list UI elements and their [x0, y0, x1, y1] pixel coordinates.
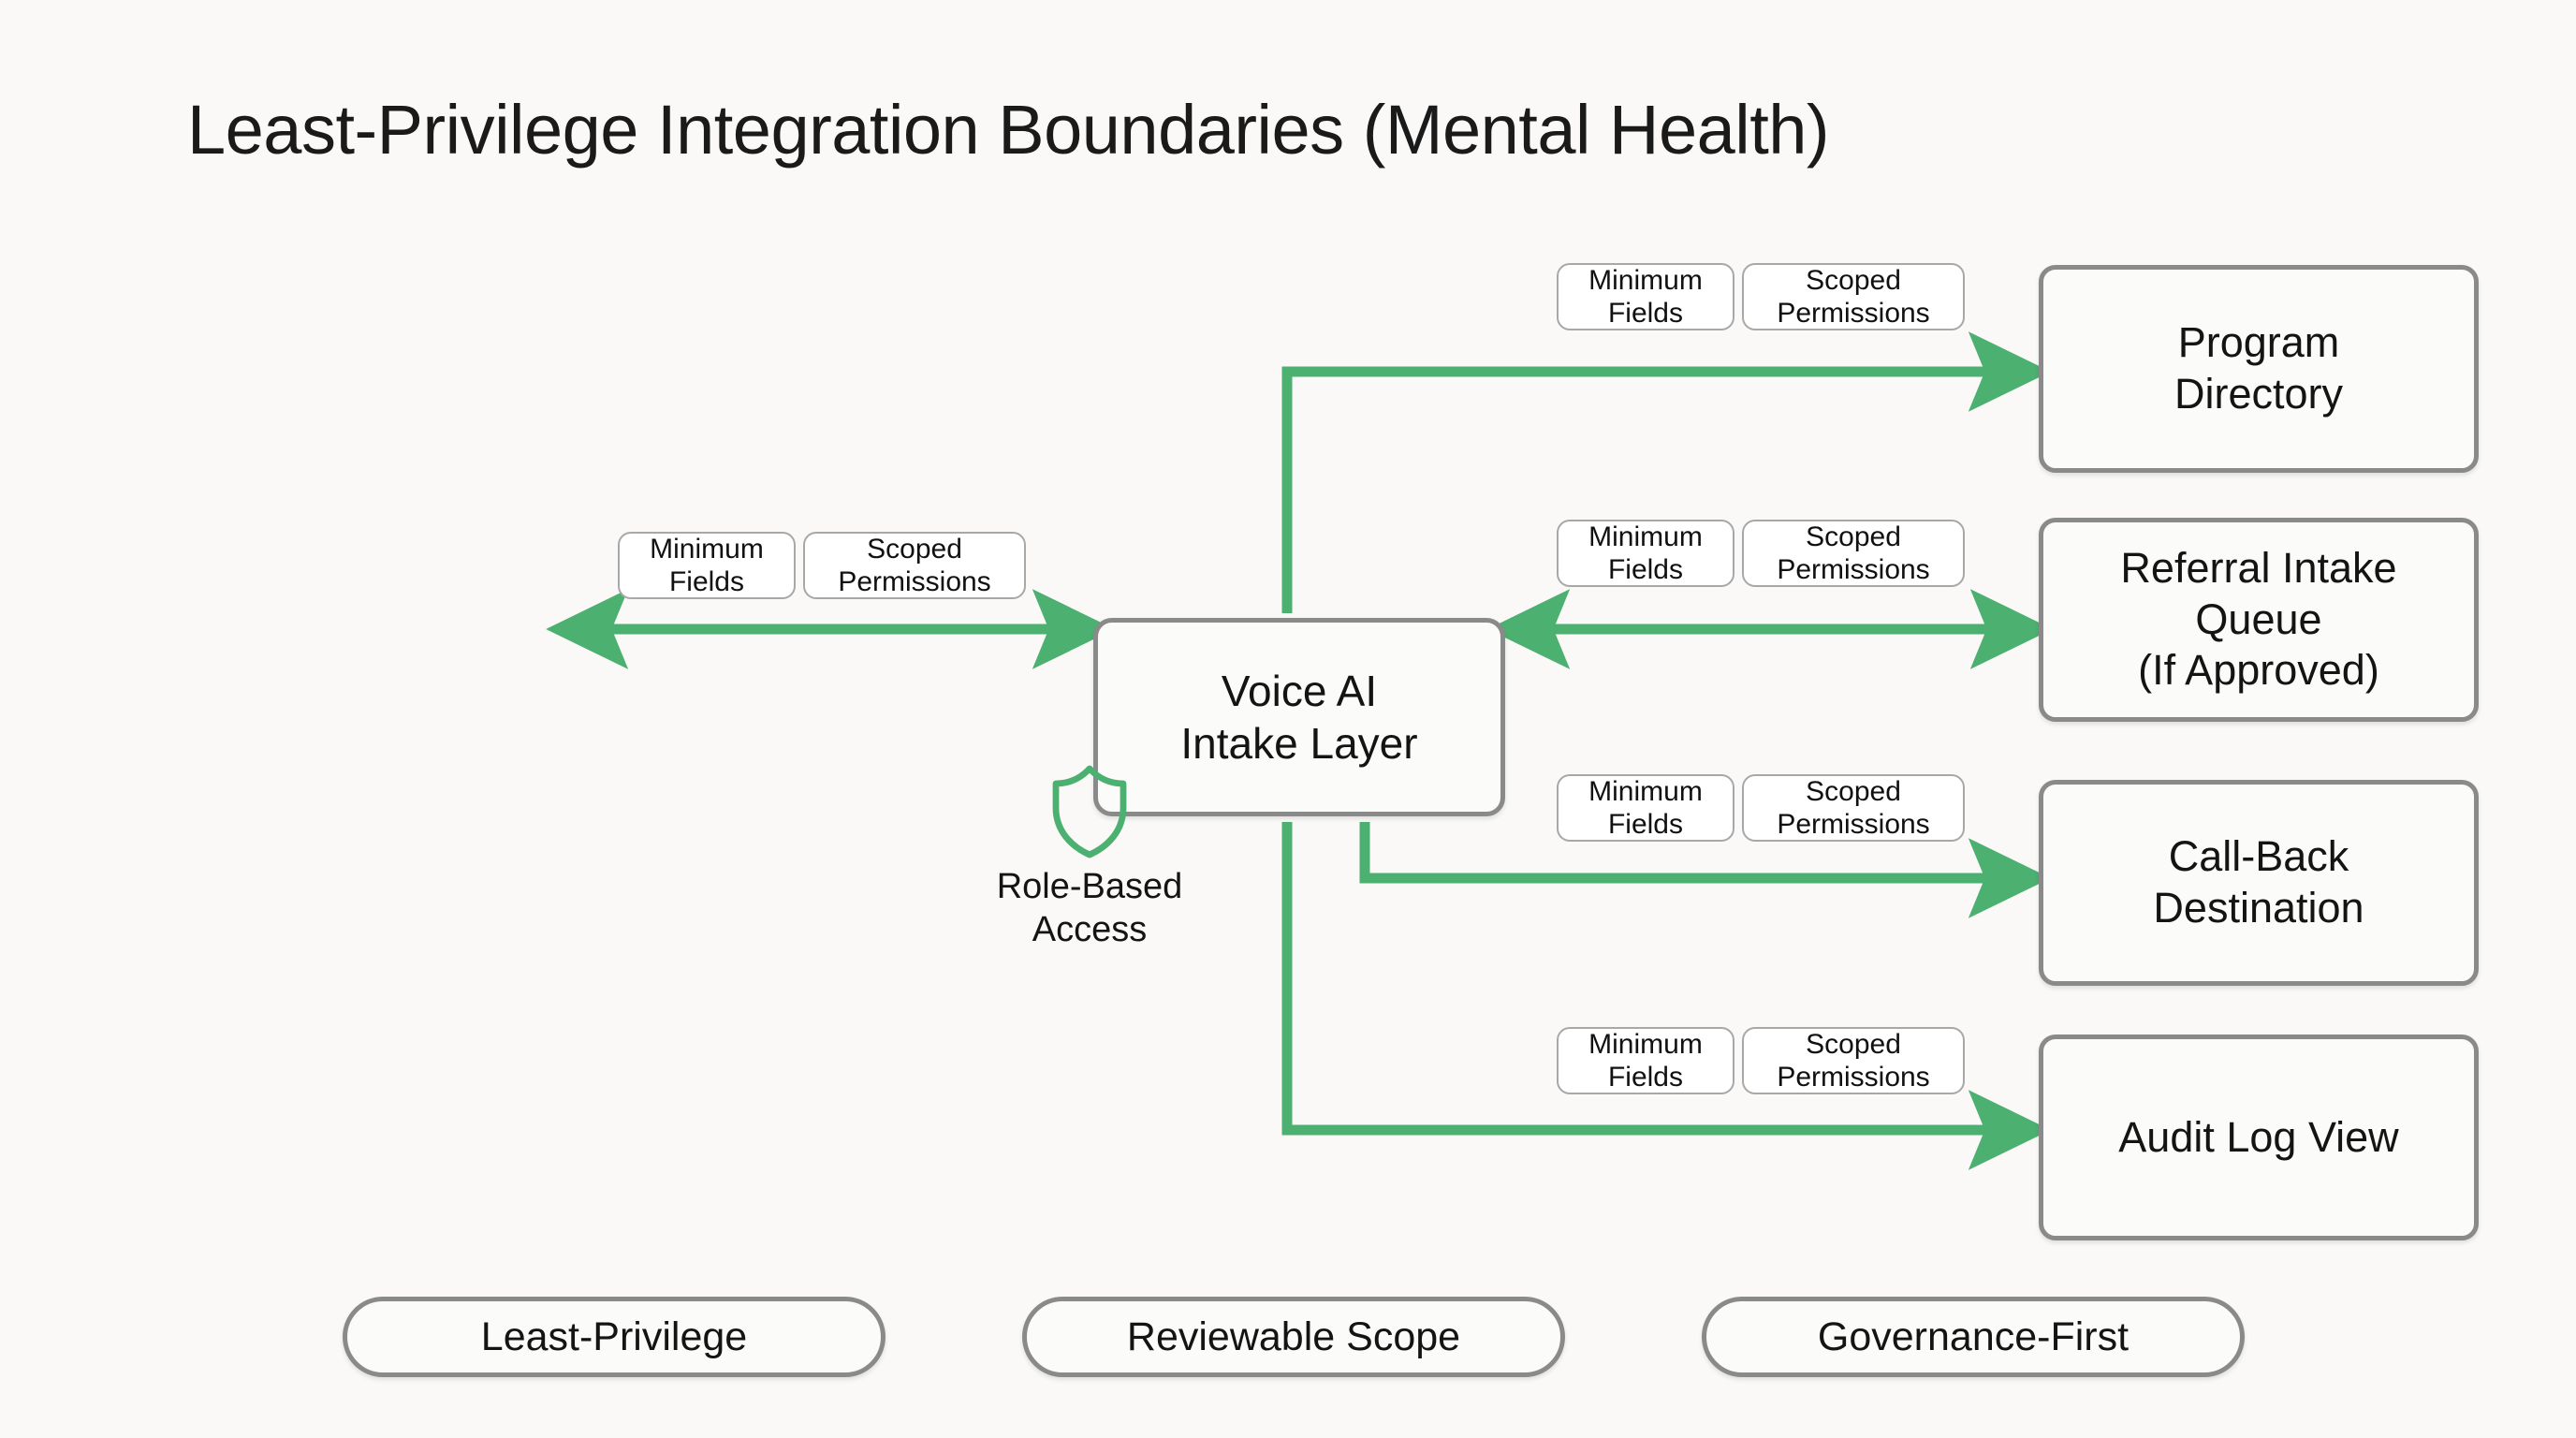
chip-text: Scoped Permissions: [1777, 521, 1930, 585]
page-title: Least-Privilege Integration Boundaries (…: [187, 91, 1830, 169]
edge-label-minimum-fields: Minimum Fields: [1557, 774, 1734, 842]
chip-text: Scoped Permissions: [1777, 264, 1930, 329]
node-line1: Audit Log View: [2118, 1112, 2399, 1161]
node-line2: Directory: [2174, 370, 2344, 418]
footer-pill-governance-first[interactable]: Governance-First: [1702, 1297, 2245, 1377]
edge-label-minimum-fields: Minimum Fields: [618, 532, 796, 599]
footer-pill-least-privilege[interactable]: Least-Privilege: [343, 1297, 886, 1377]
footer-pill-label: Governance-First: [1817, 1313, 2130, 1359]
node-line2: Destination: [2153, 884, 2364, 932]
node-line1: Call-Back: [2168, 832, 2349, 881]
chip-text: Scoped Permissions: [1777, 775, 1930, 840]
node-referral-intake-queue[interactable]: Referral Intake Queue (If Approved): [2039, 518, 2479, 722]
chip-text: Scoped Permissions: [838, 533, 991, 597]
node-program-directory[interactable]: Program Directory: [2039, 265, 2479, 473]
footer-pill-reviewable-scope[interactable]: Reviewable Scope: [1022, 1297, 1565, 1377]
chip-text: Minimum Fields: [1588, 521, 1703, 585]
edge-label-minimum-fields: Minimum Fields: [1557, 263, 1734, 330]
node-line1: Program: [2177, 318, 2340, 367]
footer-pill-label: Least-Privilege: [480, 1313, 748, 1359]
chip-text: Minimum Fields: [1588, 1028, 1703, 1093]
chip-text: Minimum Fields: [650, 533, 764, 597]
node-line2: Queue: [2195, 594, 2322, 643]
role-based-access-badge: Role-Based Access: [987, 763, 1193, 951]
footer-pill-label: Reviewable Scope: [1126, 1313, 1461, 1359]
edge-label-scoped-permissions: Scoped Permissions: [803, 532, 1026, 599]
edge-audit-log-path: [1281, 822, 2051, 1170]
edge-callback-path: [1359, 822, 2051, 918]
chip-text: Minimum Fields: [1588, 264, 1703, 329]
edge-label-scoped-permissions: Scoped Permissions: [1742, 1027, 1965, 1094]
node-voice-ai-intake-layer[interactable]: Voice AI Intake Layer: [1093, 618, 1505, 816]
node-center-line2: Intake Layer: [1180, 719, 1418, 768]
edge-program-directory-path: [1281, 331, 2051, 613]
node-center-line1: Voice AI: [1221, 666, 1378, 715]
chip-text: Minimum Fields: [1588, 775, 1703, 840]
edge-label-minimum-fields: Minimum Fields: [1557, 520, 1734, 587]
shield-icon: [1052, 765, 1127, 858]
edge-label-scoped-permissions: Scoped Permissions: [1742, 774, 1965, 842]
node-audit-log-view[interactable]: Audit Log View: [2039, 1034, 2479, 1240]
edge-label-scoped-permissions: Scoped Permissions: [1742, 263, 1965, 330]
node-call-back-destination[interactable]: Call-Back Destination: [2039, 780, 2479, 986]
role-based-access-label: Role-Based Access: [996, 867, 1183, 949]
chip-text: Scoped Permissions: [1777, 1028, 1930, 1093]
node-line1: Referral Intake: [2120, 543, 2397, 592]
edge-label-scoped-permissions: Scoped Permissions: [1742, 520, 1965, 587]
edge-label-minimum-fields: Minimum Fields: [1557, 1027, 1734, 1094]
node-line3: (If Approved): [2138, 646, 2379, 695]
